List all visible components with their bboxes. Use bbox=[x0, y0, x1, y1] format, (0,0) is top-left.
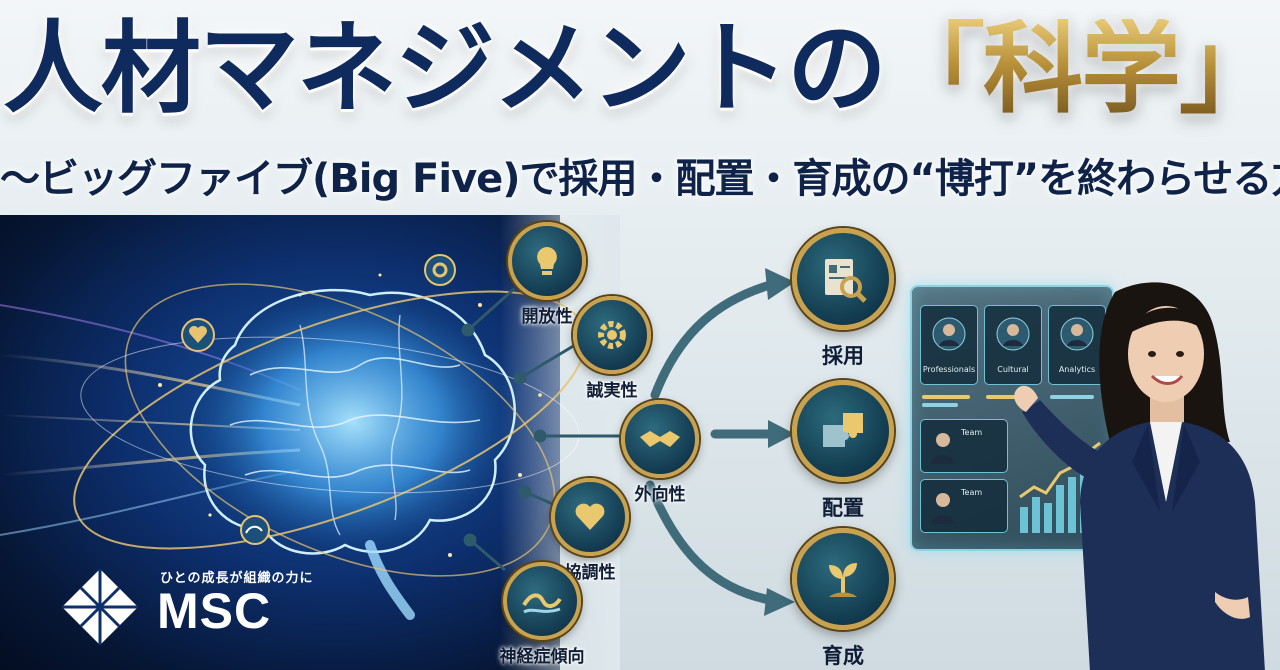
title-main: 人材マネジメントの bbox=[3, 10, 887, 127]
outcome-label: 育成 bbox=[822, 644, 864, 668]
dashboard-profile-card: Analytics bbox=[1048, 305, 1106, 385]
page-subtitle: 〜ビッグファイブ(Big Five)で採用・配置・育成の“博打”を終わらせる方法 bbox=[0, 156, 1280, 202]
dashboard-team-card: Team bbox=[920, 419, 1008, 473]
trait-label: 協調性 bbox=[564, 563, 616, 583]
dashboard-profile-card: Professionals bbox=[920, 305, 978, 385]
dashboard-profile-card: Cultural bbox=[984, 305, 1042, 385]
trait-openness: 開放性 bbox=[505, 222, 589, 327]
orbit-heart-icon bbox=[181, 318, 215, 352]
msc-logo-mark bbox=[62, 569, 138, 645]
trait-extraversion: 外向性 bbox=[618, 400, 702, 505]
orbit-wave-icon bbox=[240, 515, 270, 545]
trait-label: 外向性 bbox=[634, 485, 686, 505]
dashboard-bar bbox=[986, 395, 1036, 399]
hr-dashboard: Professionals Cultural Analytics Team Te… bbox=[910, 285, 1114, 551]
dashboard-bar bbox=[922, 403, 958, 407]
orbit-gear-icon bbox=[424, 254, 456, 286]
outcome-recruitment: 採用 bbox=[788, 228, 898, 370]
puzzle-icon bbox=[792, 380, 894, 482]
sparkles bbox=[158, 273, 542, 557]
outcome-placement: 配置 bbox=[788, 380, 898, 522]
lightbulb-icon bbox=[508, 222, 586, 300]
wave-icon bbox=[503, 562, 581, 640]
dashboard-bar bbox=[1050, 395, 1094, 399]
dashboard-bar bbox=[922, 395, 970, 399]
trait-label: 神経症傾向 bbox=[499, 647, 585, 667]
trait-agreeableness: 協調性 bbox=[548, 478, 632, 583]
page-title: 人材マネジメントの「科学」 bbox=[0, 4, 1280, 134]
heart-icon bbox=[551, 478, 629, 556]
dashboard-team-card: Team bbox=[920, 479, 1008, 533]
sprout-icon bbox=[792, 528, 894, 630]
outcome-label: 配置 bbox=[822, 496, 864, 520]
resume-search-icon bbox=[792, 228, 894, 330]
trait-label: 開放性 bbox=[521, 307, 573, 327]
gear-icon bbox=[573, 296, 651, 374]
arrows bbox=[645, 280, 775, 605]
handshake-icon bbox=[621, 400, 699, 478]
trait-label: 誠実性 bbox=[586, 381, 638, 401]
outcome-development: 育成 bbox=[788, 528, 898, 670]
title-highlight: 「科学」 bbox=[885, 10, 1279, 127]
outcome-label: 採用 bbox=[822, 344, 864, 368]
trait-conscientiousness: 誠実性 bbox=[570, 296, 654, 401]
logo-tagline: ひとの成長が組織の力に bbox=[160, 571, 314, 586]
logo-name: MSC bbox=[157, 583, 272, 639]
presenter-woman bbox=[1014, 282, 1265, 670]
trait-neuroticism: 神経症傾向 bbox=[492, 562, 592, 667]
brain-shape bbox=[189, 288, 516, 620]
